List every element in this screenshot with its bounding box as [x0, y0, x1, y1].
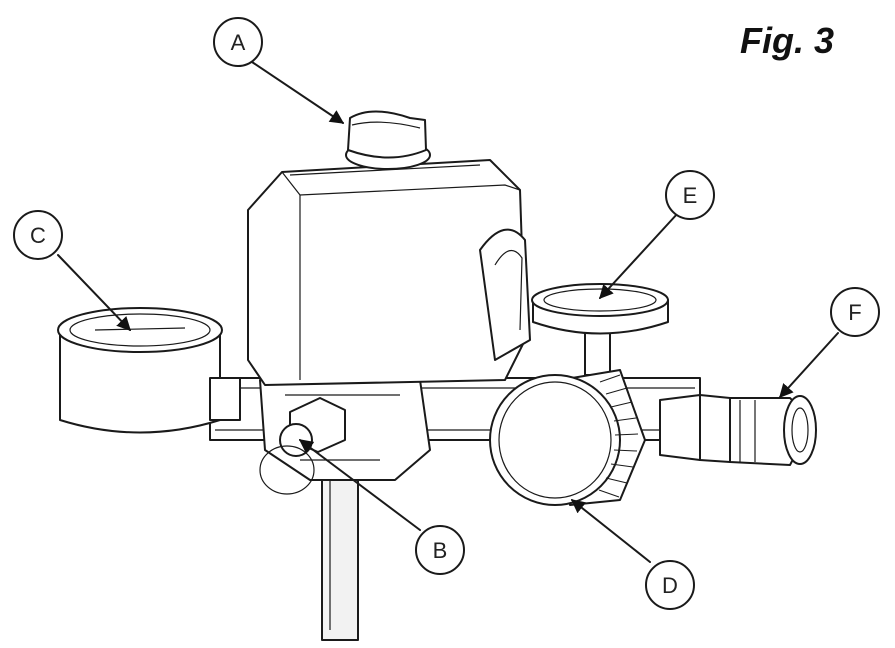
- quick-coupler: [659, 394, 817, 466]
- figure-title: Fig. 3: [740, 20, 835, 61]
- callout-D: D: [645, 560, 695, 610]
- pressure-gauge: [57, 307, 241, 434]
- on-off-knob: [345, 110, 431, 170]
- callout-F: F: [830, 287, 880, 337]
- outlet-pipe: [321, 469, 359, 641]
- callout-E: E: [665, 170, 715, 220]
- safety-valve: [259, 397, 346, 495]
- callout-C: C: [13, 210, 63, 260]
- pressure-regulator-knob: [489, 369, 646, 506]
- callout-label-D: D: [662, 573, 678, 598]
- callout-label-F: F: [848, 300, 861, 325]
- callout-label-B: B: [433, 538, 448, 563]
- callout-label-C: C: [30, 223, 46, 248]
- knurling: [598, 374, 639, 498]
- callout-label-E: E: [683, 183, 698, 208]
- callout-B: B: [415, 525, 465, 575]
- pressure-switch-housing: [247, 159, 531, 386]
- callout-leaders: [57, 61, 839, 563]
- callout-A: A: [213, 17, 263, 67]
- callout-label-A: A: [231, 30, 246, 55]
